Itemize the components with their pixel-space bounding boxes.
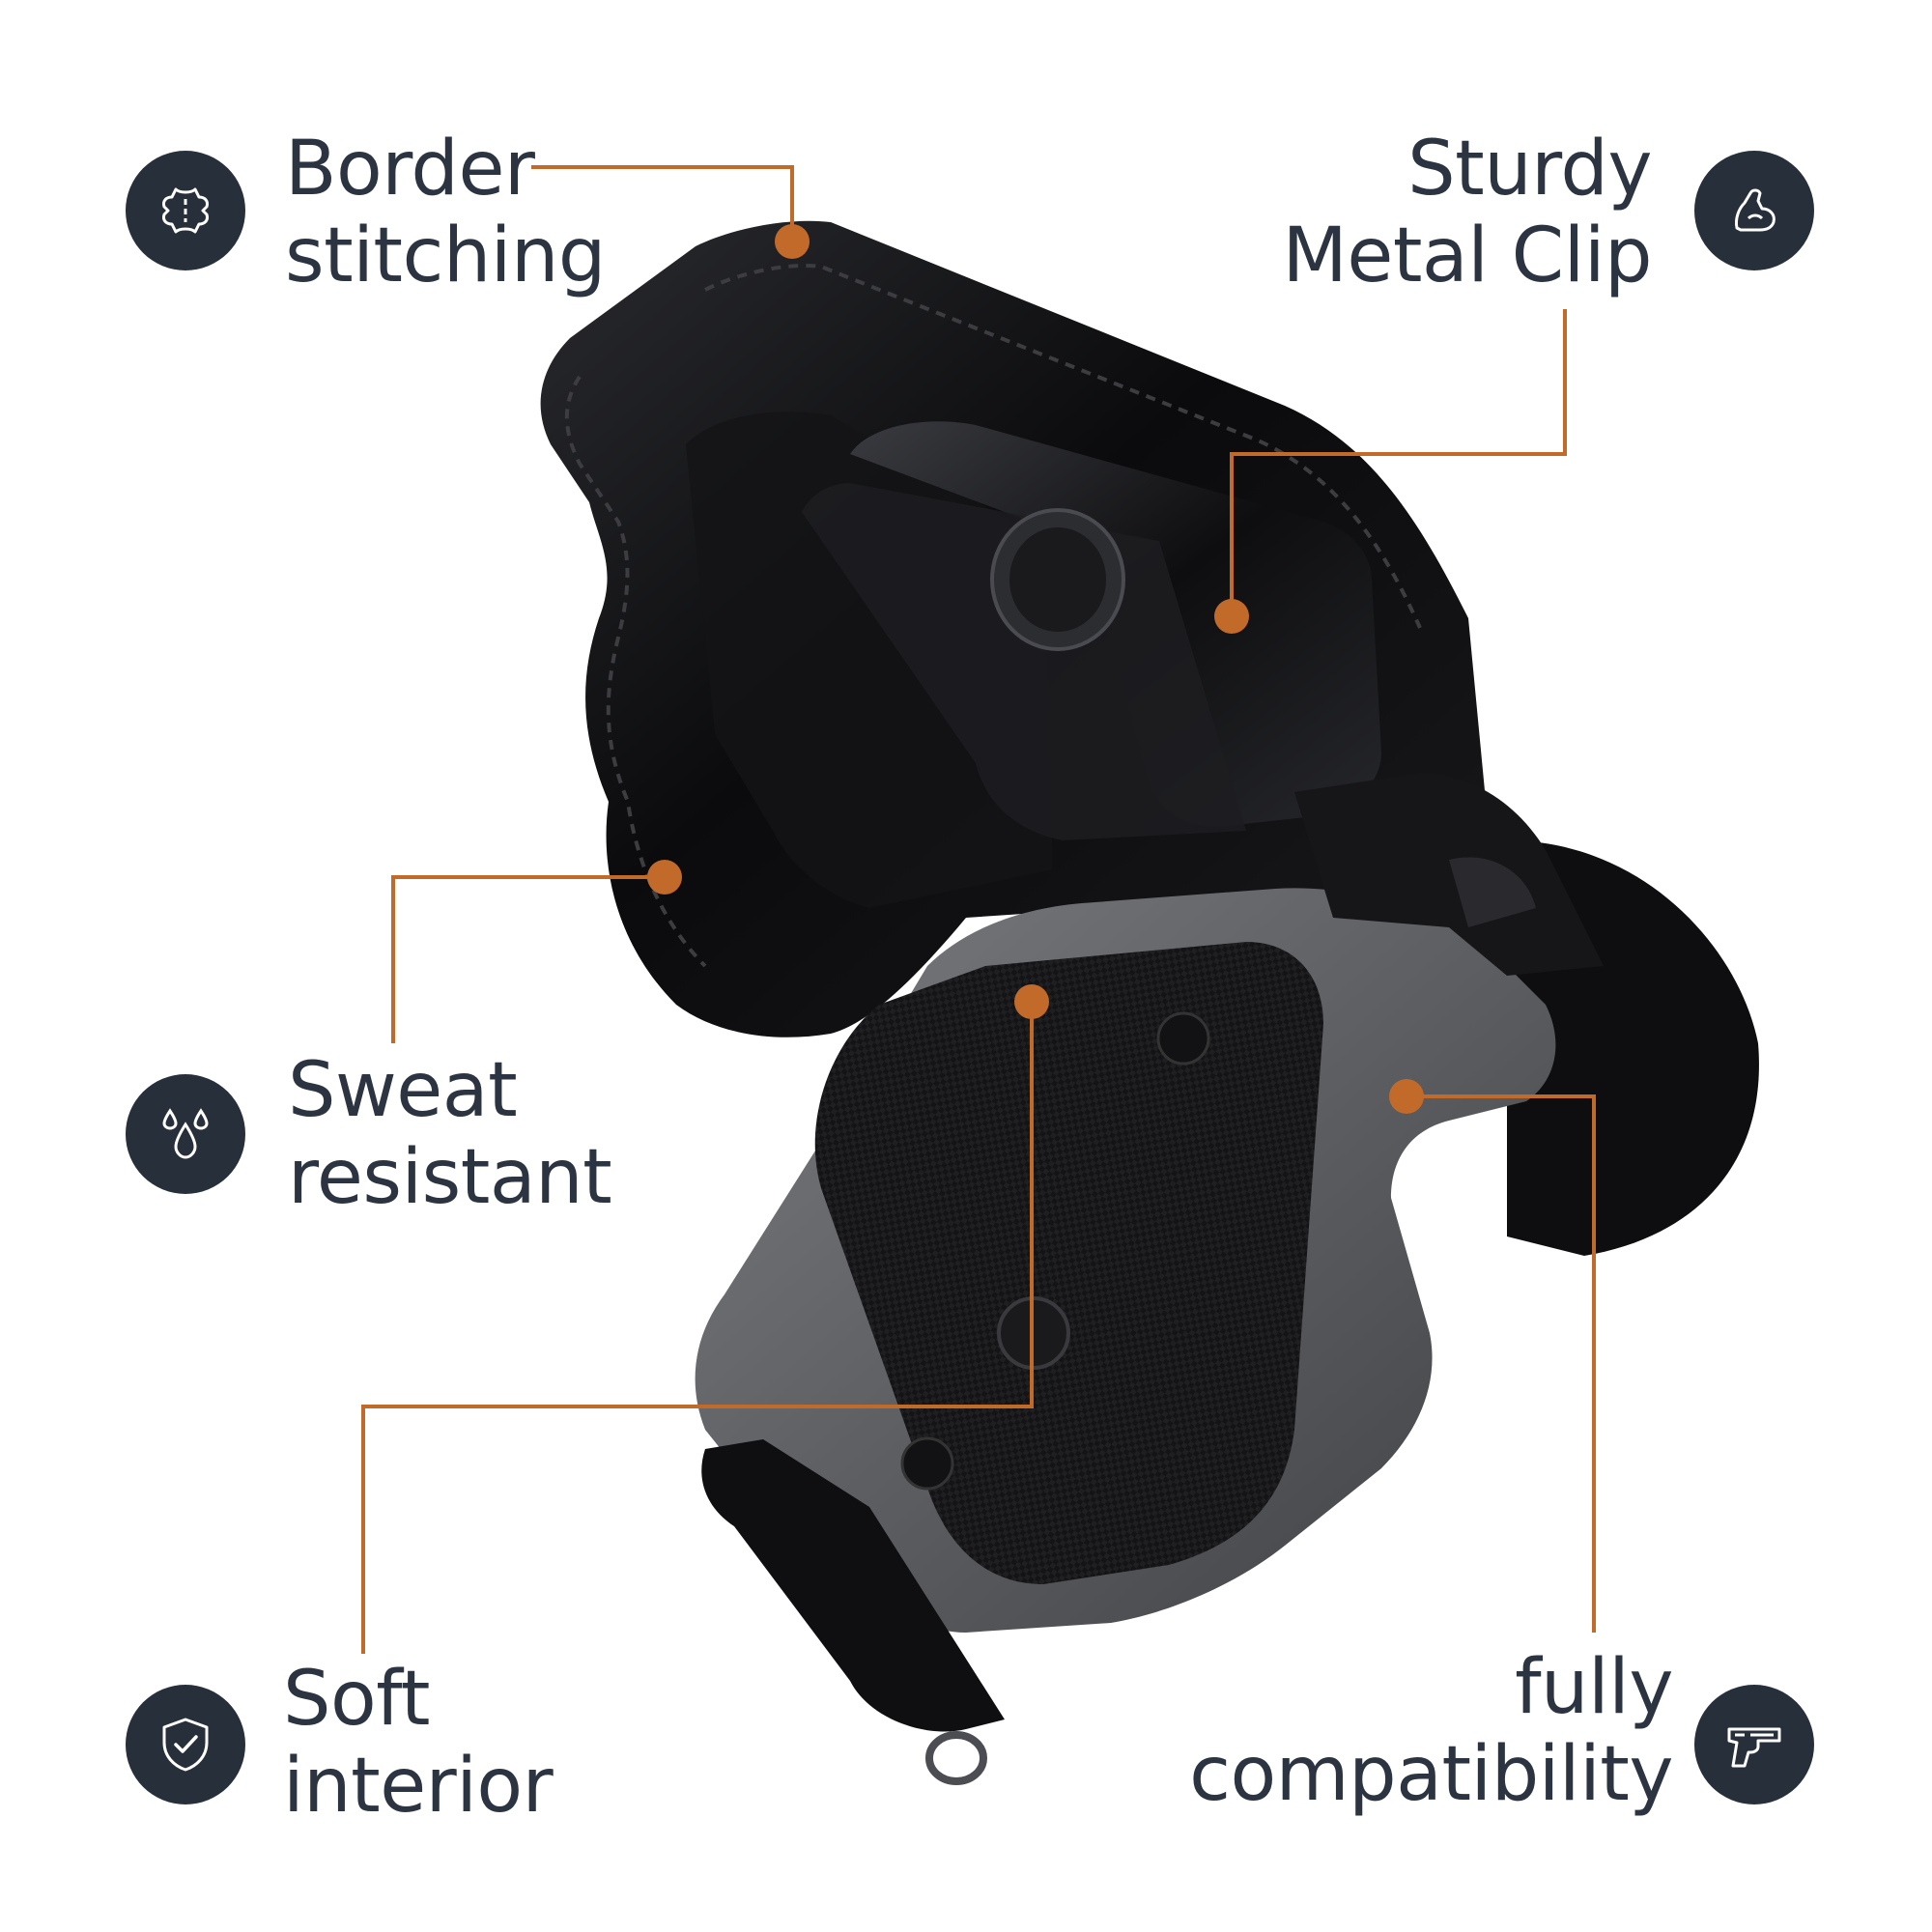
water-drops-icon — [162, 1108, 209, 1159]
grip-screw-top — [1156, 1011, 1210, 1065]
callout-lines — [361, 165, 1596, 1654]
feature-label-line1: Sturdy — [1407, 126, 1652, 213]
callout-dots — [647, 224, 1424, 1114]
badge-sweat-resistant — [126, 1074, 245, 1194]
badge-soft-interior — [126, 1685, 245, 1804]
badge-metal-clip — [1694, 151, 1814, 270]
callout-dot-soft-interior — [1014, 984, 1049, 1019]
feature-label-line2: resistant — [288, 1134, 612, 1221]
holster-stitching — [564, 264, 1422, 968]
feature-label-line1: Sweat — [288, 1047, 518, 1134]
badge-border-stitching — [126, 151, 245, 270]
callout-dot-sweat-resistant — [647, 860, 682, 895]
leather-hide-icon — [162, 187, 209, 234]
feature-label-line2: interior — [283, 1743, 554, 1830]
callout-line-metal-clip — [1230, 309, 1567, 616]
handgun-icon — [1727, 1727, 1781, 1768]
callout-line-sweat-resistant — [391, 875, 665, 1043]
feature-border-stitching: Border stitching — [285, 126, 606, 299]
callout-dot-compatibility — [1389, 1079, 1424, 1114]
feature-metal-clip: Sturdy Metal Clip — [1282, 126, 1653, 299]
feature-label-line1: Border — [285, 126, 535, 213]
feature-compatibility: fully compatibility — [1189, 1644, 1673, 1818]
pistol-grip-panel — [814, 942, 1323, 1584]
grip-screw-bottom — [900, 1436, 954, 1491]
callout-dot-metal-clip — [1214, 599, 1249, 634]
pistol-magazine — [701, 1439, 1005, 1732]
callout-dot-border-stitching — [775, 224, 810, 259]
callout-line-border-stitching — [531, 165, 794, 242]
callout-line-soft-interior — [361, 1002, 1034, 1654]
feature-label-line2: stitching — [285, 213, 606, 299]
shield-check-icon — [162, 1718, 209, 1772]
flexed-arm-icon — [1735, 188, 1776, 232]
feature-label-line1: Soft — [283, 1656, 430, 1743]
feature-label-line2: compatibility — [1189, 1731, 1673, 1818]
pistol-slide — [1294, 773, 1604, 976]
feature-label-line2: Metal Clip — [1282, 213, 1653, 299]
badge-compatibility — [1694, 1685, 1814, 1804]
lanyard-ring — [925, 1731, 987, 1785]
feature-soft-interior: Soft interior — [283, 1656, 554, 1830]
feature-label-line1: fully — [1515, 1644, 1673, 1731]
callout-line-compatibility — [1406, 1094, 1596, 1633]
feature-sweat-resistant: Sweat resistant — [288, 1047, 612, 1221]
